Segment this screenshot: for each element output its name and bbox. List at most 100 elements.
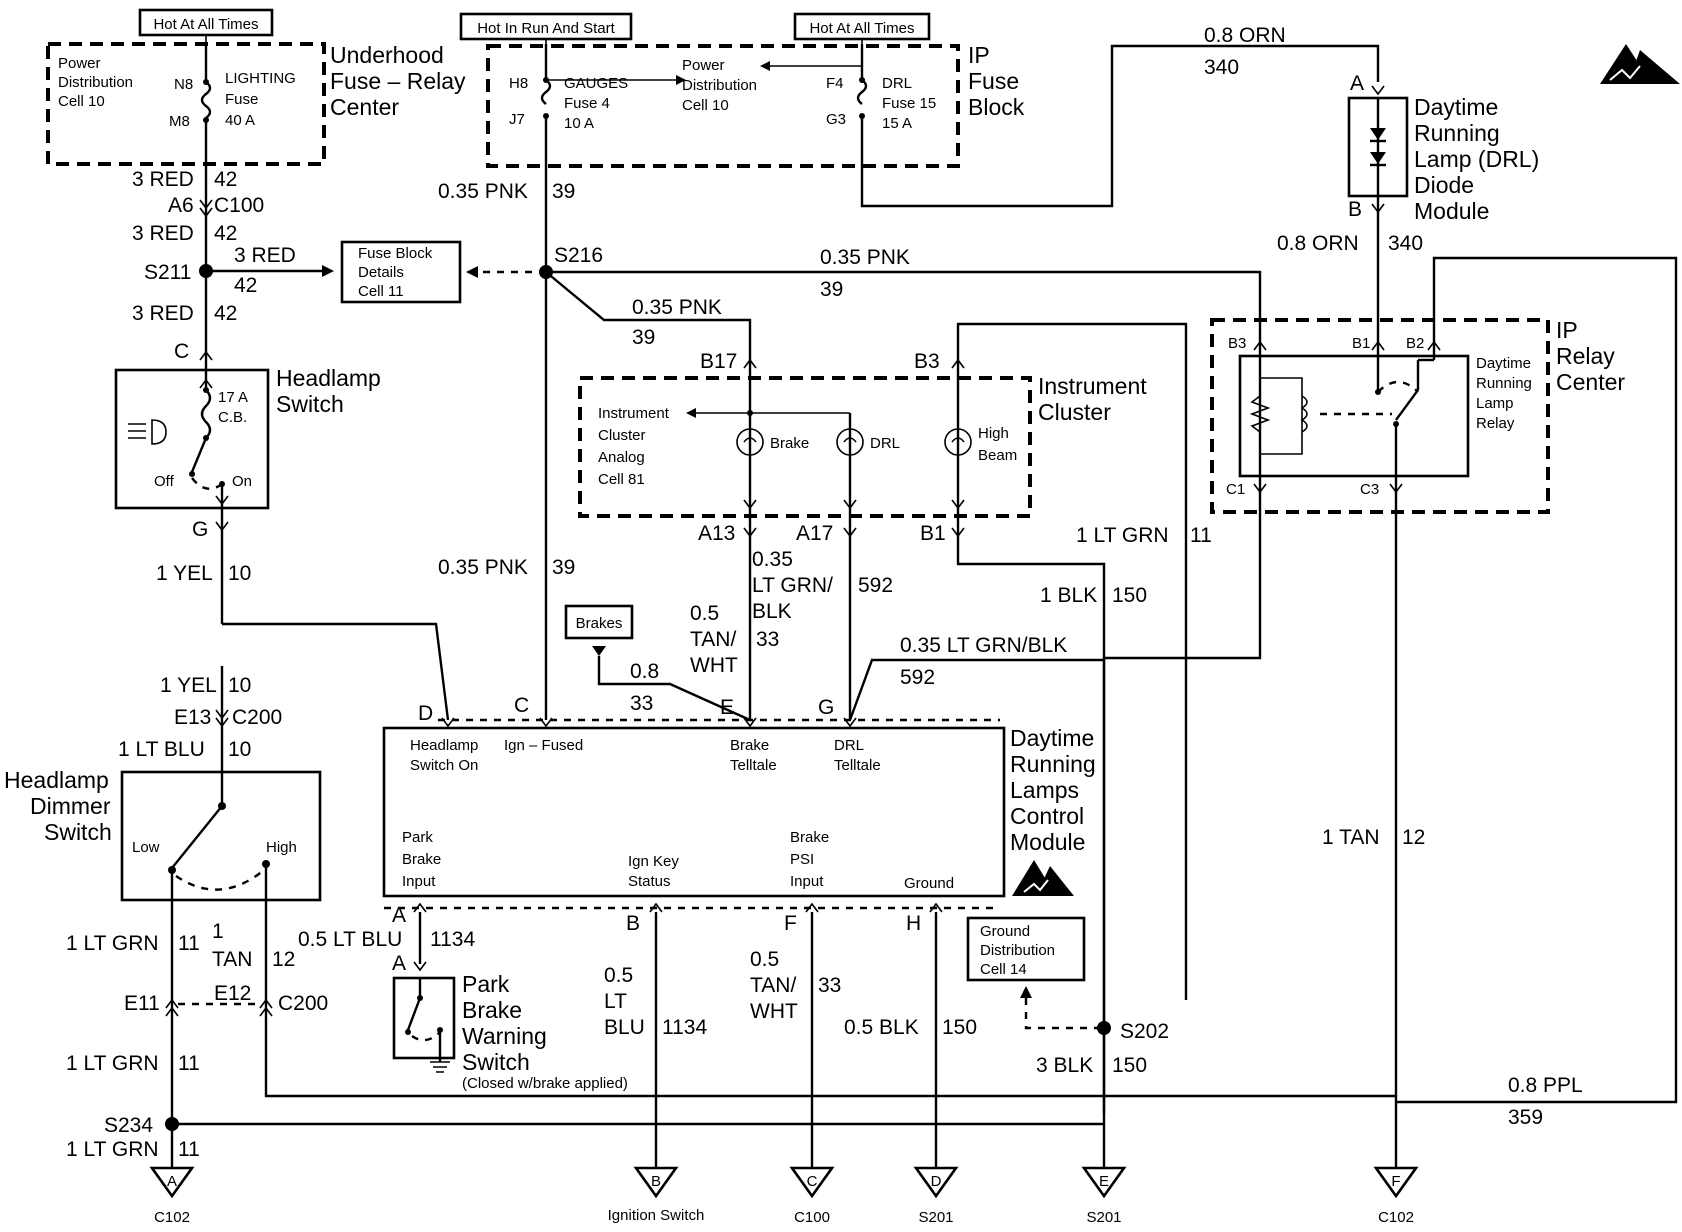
svg-text:(Closed w/brake applied): (Closed w/brake applied) [462,1075,628,1092]
svg-text:0.5: 0.5 [604,964,633,987]
svg-text:3 RED: 3 RED [132,302,194,325]
svg-text:150: 150 [942,1016,977,1039]
svg-text:Block: Block [968,94,1025,120]
svg-text:High: High [266,839,297,856]
svg-text:Distribution: Distribution [58,74,133,91]
svg-text:Fuse Block: Fuse Block [358,245,433,262]
svg-text:J7: J7 [509,111,525,128]
drl-lamp-icon [836,428,864,456]
svg-text:LT GRN/: LT GRN/ [752,574,833,597]
offpage-connector-c: C C100 [789,1166,835,1226]
svg-text:0.35 PNK: 0.35 PNK [820,246,910,269]
svg-text:1 LT GRN: 1 LT GRN [1076,524,1169,547]
svg-text:1 LT GRN: 1 LT GRN [66,1052,159,1075]
svg-text:Analog: Analog [598,449,645,466]
svg-text:Running: Running [1476,375,1532,392]
svg-text:150: 150 [1112,1054,1147,1077]
svg-text:11: 11 [1190,524,1212,547]
svg-text:A: A [167,1173,177,1190]
svg-text:A: A [392,952,406,975]
svg-text:E11: E11 [124,992,160,1015]
svg-text:39: 39 [552,180,575,203]
svg-text:Running: Running [1414,120,1500,146]
ip-fuse-block: H8 J7 GAUGES Fuse 4 10 A Power Distribut… [486,44,960,168]
svg-text:Brake: Brake [770,435,809,452]
svg-text:S201: S201 [1086,1209,1121,1226]
svg-text:Ignition Switch: Ignition Switch [608,1207,705,1224]
svg-text:Cell 10: Cell 10 [682,97,729,114]
hot-in-run-start-label: Hot In Run And Start [459,12,633,41]
svg-text:A6: A6 [168,194,194,217]
svg-text:B1: B1 [1352,335,1370,352]
svg-text:Diode: Diode [1414,172,1474,198]
svg-text:G3: G3 [826,111,846,128]
svg-text:Off: Off [154,473,175,490]
svg-text:Instrument: Instrument [598,405,670,422]
svg-text:S201: S201 [918,1209,953,1226]
underhood-fuse-relay-center: Power Distribution Cell 10 N8 M8 LIGHTIN… [46,42,326,166]
svg-text:33: 33 [818,974,841,997]
svg-text:Lamp: Lamp [1476,395,1514,412]
svg-text:Fuse: Fuse [968,68,1019,94]
svg-text:Telltale: Telltale [834,757,881,774]
svg-text:G: G [818,696,834,719]
svg-text:Low: Low [132,839,160,856]
svg-text:G: G [192,518,208,541]
svg-text:Distribution: Distribution [980,942,1055,959]
headlamp-switch: 17 A C.B. Off On [114,356,270,510]
svg-text:Brake: Brake [730,737,769,754]
svg-text:A13: A13 [698,522,735,545]
svg-text:LIGHTING: LIGHTING [225,70,296,87]
svg-text:Fuse 4: Fuse 4 [564,95,610,112]
svg-text:Cell 14: Cell 14 [980,961,1027,978]
svg-text:H8: H8 [509,75,528,92]
offpage-connector-e: E S201 [1081,1166,1127,1226]
svg-text:Cell 10: Cell 10 [58,93,105,110]
svg-text:GAUGES: GAUGES [564,75,628,92]
svg-text:Module: Module [1414,198,1489,224]
svg-text:0.8 ORN: 0.8 ORN [1277,232,1359,255]
svg-text:B: B [651,1173,661,1190]
svg-text:Fuse – Relay: Fuse – Relay [330,68,466,94]
svg-text:Center: Center [330,94,399,120]
svg-text:Ign – Fused: Ign – Fused [504,737,583,754]
svg-text:1 LT GRN: 1 LT GRN [66,1138,159,1161]
svg-text:Daytime: Daytime [1414,94,1498,120]
svg-text:F: F [1391,1173,1400,1190]
svg-text:WHT: WHT [750,1000,798,1023]
esd-warning-icon-module [1012,860,1074,896]
svg-text:A17: A17 [796,522,833,545]
svg-text:E: E [720,696,734,719]
svg-text:E: E [1099,1173,1109,1190]
svg-text:592: 592 [900,666,935,689]
svg-text:C100: C100 [794,1209,830,1226]
svg-text:1 LT BLU: 1 LT BLU [118,738,205,761]
svg-text:BLK: BLK [752,600,792,623]
svg-text:42: 42 [214,168,237,191]
svg-text:Fuse: Fuse [225,91,258,108]
svg-text:S211: S211 [144,261,192,284]
svg-text:0.5 LT BLU: 0.5 LT BLU [298,928,402,951]
hot-at-all-times-label-2: Hot At All Times [793,12,931,41]
ground-distribution-box: Ground Distribution Cell 14 [966,916,1086,982]
svg-text:Brake: Brake [402,851,441,868]
svg-text:0.35: 0.35 [752,548,793,571]
svg-text:12: 12 [1402,826,1425,849]
svg-text:Park: Park [462,971,510,997]
svg-text:TAN/: TAN/ [690,628,736,651]
svg-text:39: 39 [552,556,575,579]
svg-text:359: 359 [1508,1106,1543,1129]
svg-text:DRL: DRL [870,435,900,452]
svg-text:39: 39 [820,278,843,301]
svg-text:Cell 11: Cell 11 [358,283,404,300]
svg-text:C1: C1 [1226,481,1245,498]
svg-text:A: A [1350,72,1364,95]
svg-text:C100: C100 [214,194,264,217]
underhood-title: Underhood Fuse – Relay Center [330,42,466,120]
svg-text:592: 592 [858,574,893,597]
svg-text:33: 33 [756,628,779,651]
svg-text:Switch On: Switch On [410,757,478,774]
drl-control-module: Headlamp Switch On Ign – Fused Brake Tel… [382,726,1006,898]
svg-text:Relay: Relay [1476,415,1515,432]
park-brake-warning-switch [392,976,456,1073]
